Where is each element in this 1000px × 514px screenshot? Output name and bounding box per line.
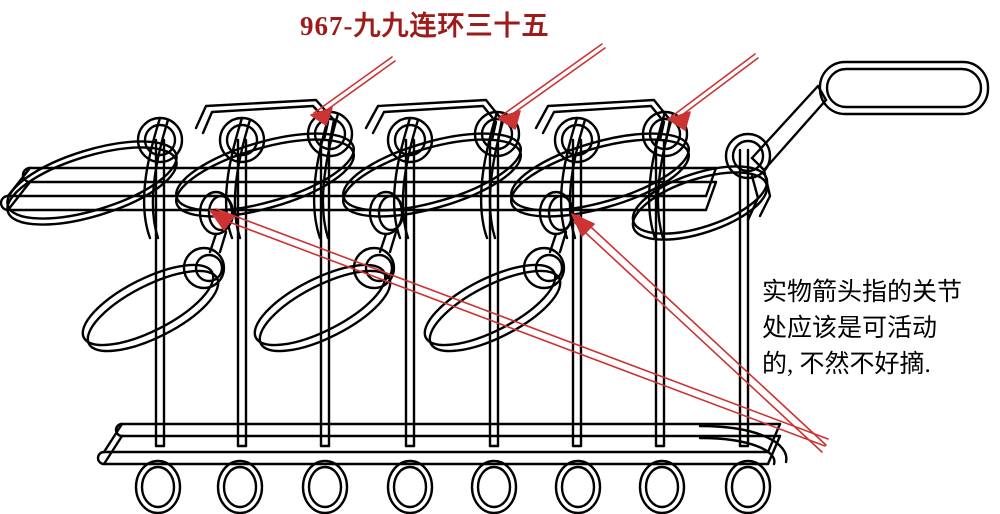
annotation-note-line-1: 实物箭头指的关节 [762, 279, 963, 306]
annotation-note-line-3: 的, 不然不好摘. [762, 351, 931, 378]
bottom-rail [96, 422, 782, 466]
arrow-top-right [667, 53, 759, 131]
handle-shaft [746, 84, 828, 222]
annotation-arrows-group [209, 43, 829, 453]
arrow-long-left [209, 208, 829, 447]
lower-joint-loops [182, 246, 566, 290]
vertical-posts [154, 138, 750, 448]
bottom-right-hook [698, 424, 788, 466]
arrow-top-left [310, 56, 396, 126]
arrow-top-middle [497, 43, 606, 130]
arrow-long-right [571, 213, 827, 453]
page-title: 967-九九连环三十五 [300, 11, 550, 41]
lower-ring-loops [81, 263, 562, 353]
annotation-note: 实物箭头指的关节 处应该是可活动 的, 不然不好摘. [762, 275, 992, 383]
wire-frame-group [0, 60, 990, 514]
mid-joint-loops [198, 190, 575, 254]
bottom-hanging-rings [134, 459, 772, 514]
handle-loop [818, 60, 990, 116]
annotation-note-line-2: 处应该是可活动 [762, 315, 938, 342]
